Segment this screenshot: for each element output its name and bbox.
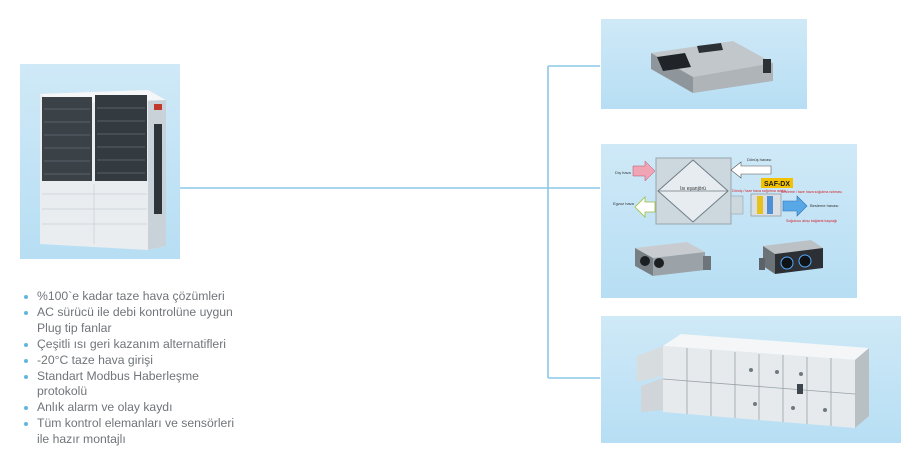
heat-recovery-unit-right: [759, 240, 823, 274]
feature-item: %100`e kadar taze hava çözümleri: [22, 289, 292, 305]
feature-item: -20°C taze hava girişi: [22, 353, 292, 369]
ahu-panel: [601, 316, 901, 443]
feature-item: Çeşitli ısı geri kazanım alternatifleri: [22, 337, 292, 353]
outdoor-air-arrow: [632, 160, 656, 182]
ahu-image: [637, 334, 869, 428]
outdoor-air-label: Dış hava: [615, 170, 632, 175]
exhaust-air-arrow: [634, 196, 656, 218]
return-air-label: Dönüş havası: [747, 157, 771, 162]
outdoor-unit-image: [40, 90, 166, 250]
saf-dx-label: SAF-DX: [764, 181, 790, 188]
feature-item: Tüm kontrol elemanları ve sensörleri ile…: [22, 416, 292, 448]
refrigerant-note: Soğutucu akışı bağlantı kaynağı: [786, 219, 837, 223]
supply-air-arrow: [782, 195, 808, 217]
outdoor-unit-panel: [20, 64, 180, 259]
exhaust-air-label: Egzoz hava: [613, 201, 635, 206]
heat-recovery-diagram: Isı eşanjörü Dış hava Egzoz hava Dönüş h…: [613, 157, 842, 276]
feature-item: AC sürücü ile debi kontrolüne uygun Plug…: [22, 305, 292, 337]
feature-item: Anlık alarm ve olay kaydı: [22, 400, 292, 416]
precool-note: Besleme / taze hava soğutma ısıtması: [781, 190, 842, 194]
heat-exchanger-label: Isı eşanjörü: [680, 186, 706, 192]
heat-recovery-panel: Isı eşanjörü Dış hava Egzoz hava Dönüş h…: [601, 144, 857, 298]
feature-list: %100`e kadar taze hava çözümleri AC sürü…: [22, 289, 292, 448]
feature-item: Standart Modbus Haberleşme protokolü: [22, 369, 292, 401]
ducted-unit-panel: [601, 19, 807, 109]
fresh-note: Dönüş / taze hava soğutma ısıtıldı: [732, 189, 786, 193]
supply-air-label: Besleme havası: [810, 203, 838, 208]
ducted-unit-image: [651, 41, 773, 93]
return-air-arrow: [730, 161, 772, 179]
saf-dx-badge: [761, 178, 793, 188]
heat-recovery-unit-left: [635, 242, 711, 276]
